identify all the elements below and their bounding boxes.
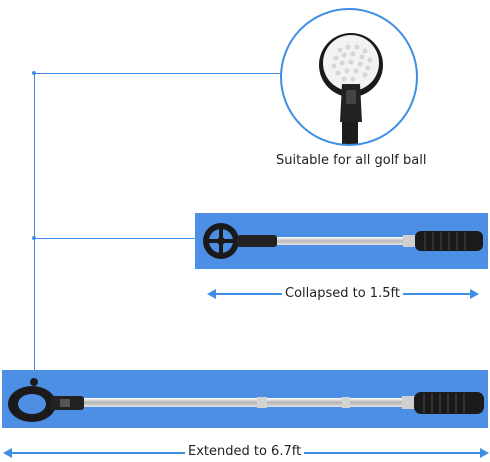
collapsed-product-panel — [195, 213, 488, 269]
arrow-left-icon — [207, 289, 216, 299]
connector-line-to-collapsed — [35, 238, 195, 239]
extended-caption: Extended to 6.7ft — [185, 444, 305, 459]
connector-vertical-line — [34, 73, 35, 373]
zoom-detail-circle — [280, 8, 418, 146]
extended-retriever-illustration — [8, 378, 484, 422]
arrow-right-icon — [480, 448, 489, 458]
golf-ball-cup-illustration — [319, 33, 383, 144]
extended-product-panel — [2, 370, 488, 428]
arrow-right-icon — [470, 289, 479, 299]
collapsed-retriever-illustration — [203, 223, 483, 259]
connector-line-to-zoom — [35, 73, 281, 74]
connector-dot-middle — [32, 236, 36, 240]
arrow-left-icon — [3, 448, 12, 458]
collapsed-caption: Collapsed to 1.5ft — [282, 286, 403, 301]
connector-dot-top — [32, 71, 36, 75]
suitable-caption: Suitable for all golf ball — [276, 153, 427, 168]
